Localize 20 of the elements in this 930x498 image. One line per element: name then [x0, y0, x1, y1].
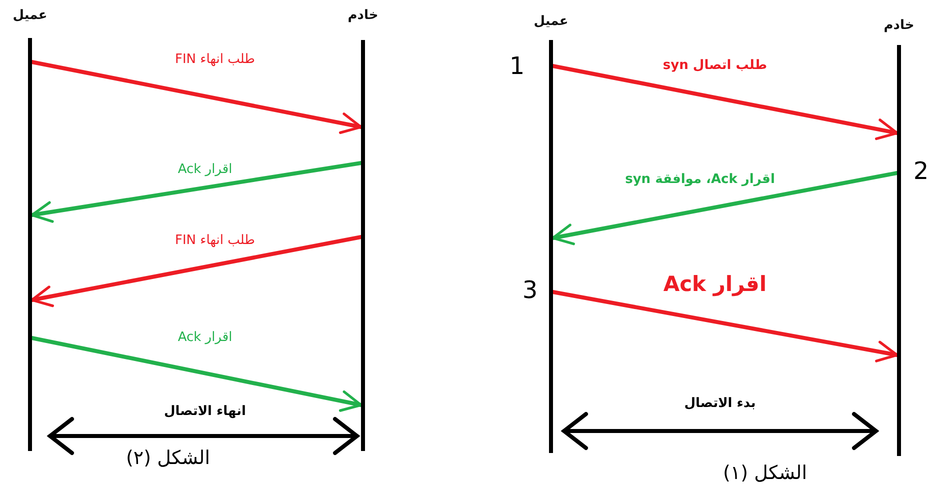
message-arrow	[30, 60, 363, 134]
edge-label: اقرار Ack، موافقة syn	[623, 172, 777, 187]
figure-caption: الشكل (٢)	[126, 447, 210, 469]
message-arrow	[30, 235, 363, 308]
message-arrow	[30, 336, 363, 412]
step-number: 3	[522, 276, 538, 304]
step-number: 2	[913, 157, 929, 185]
message-arrow	[551, 290, 899, 362]
edge-label: طلب اتصال syn	[660, 58, 770, 73]
duration-label: بدء الاتصال	[684, 396, 756, 411]
participant-label: عميل	[12, 8, 48, 23]
participant-label: عميل	[534, 14, 568, 29]
participant-label: خادم	[884, 18, 914, 33]
duration-label: انهاء الاتصال	[164, 404, 246, 419]
step-number: 1	[509, 52, 525, 80]
figure-caption: الشكل (١)	[723, 462, 807, 484]
message-arrow	[551, 64, 899, 140]
participant-label: خادم	[348, 8, 378, 23]
message-arrow	[551, 171, 899, 246]
message-arrow	[30, 161, 363, 223]
